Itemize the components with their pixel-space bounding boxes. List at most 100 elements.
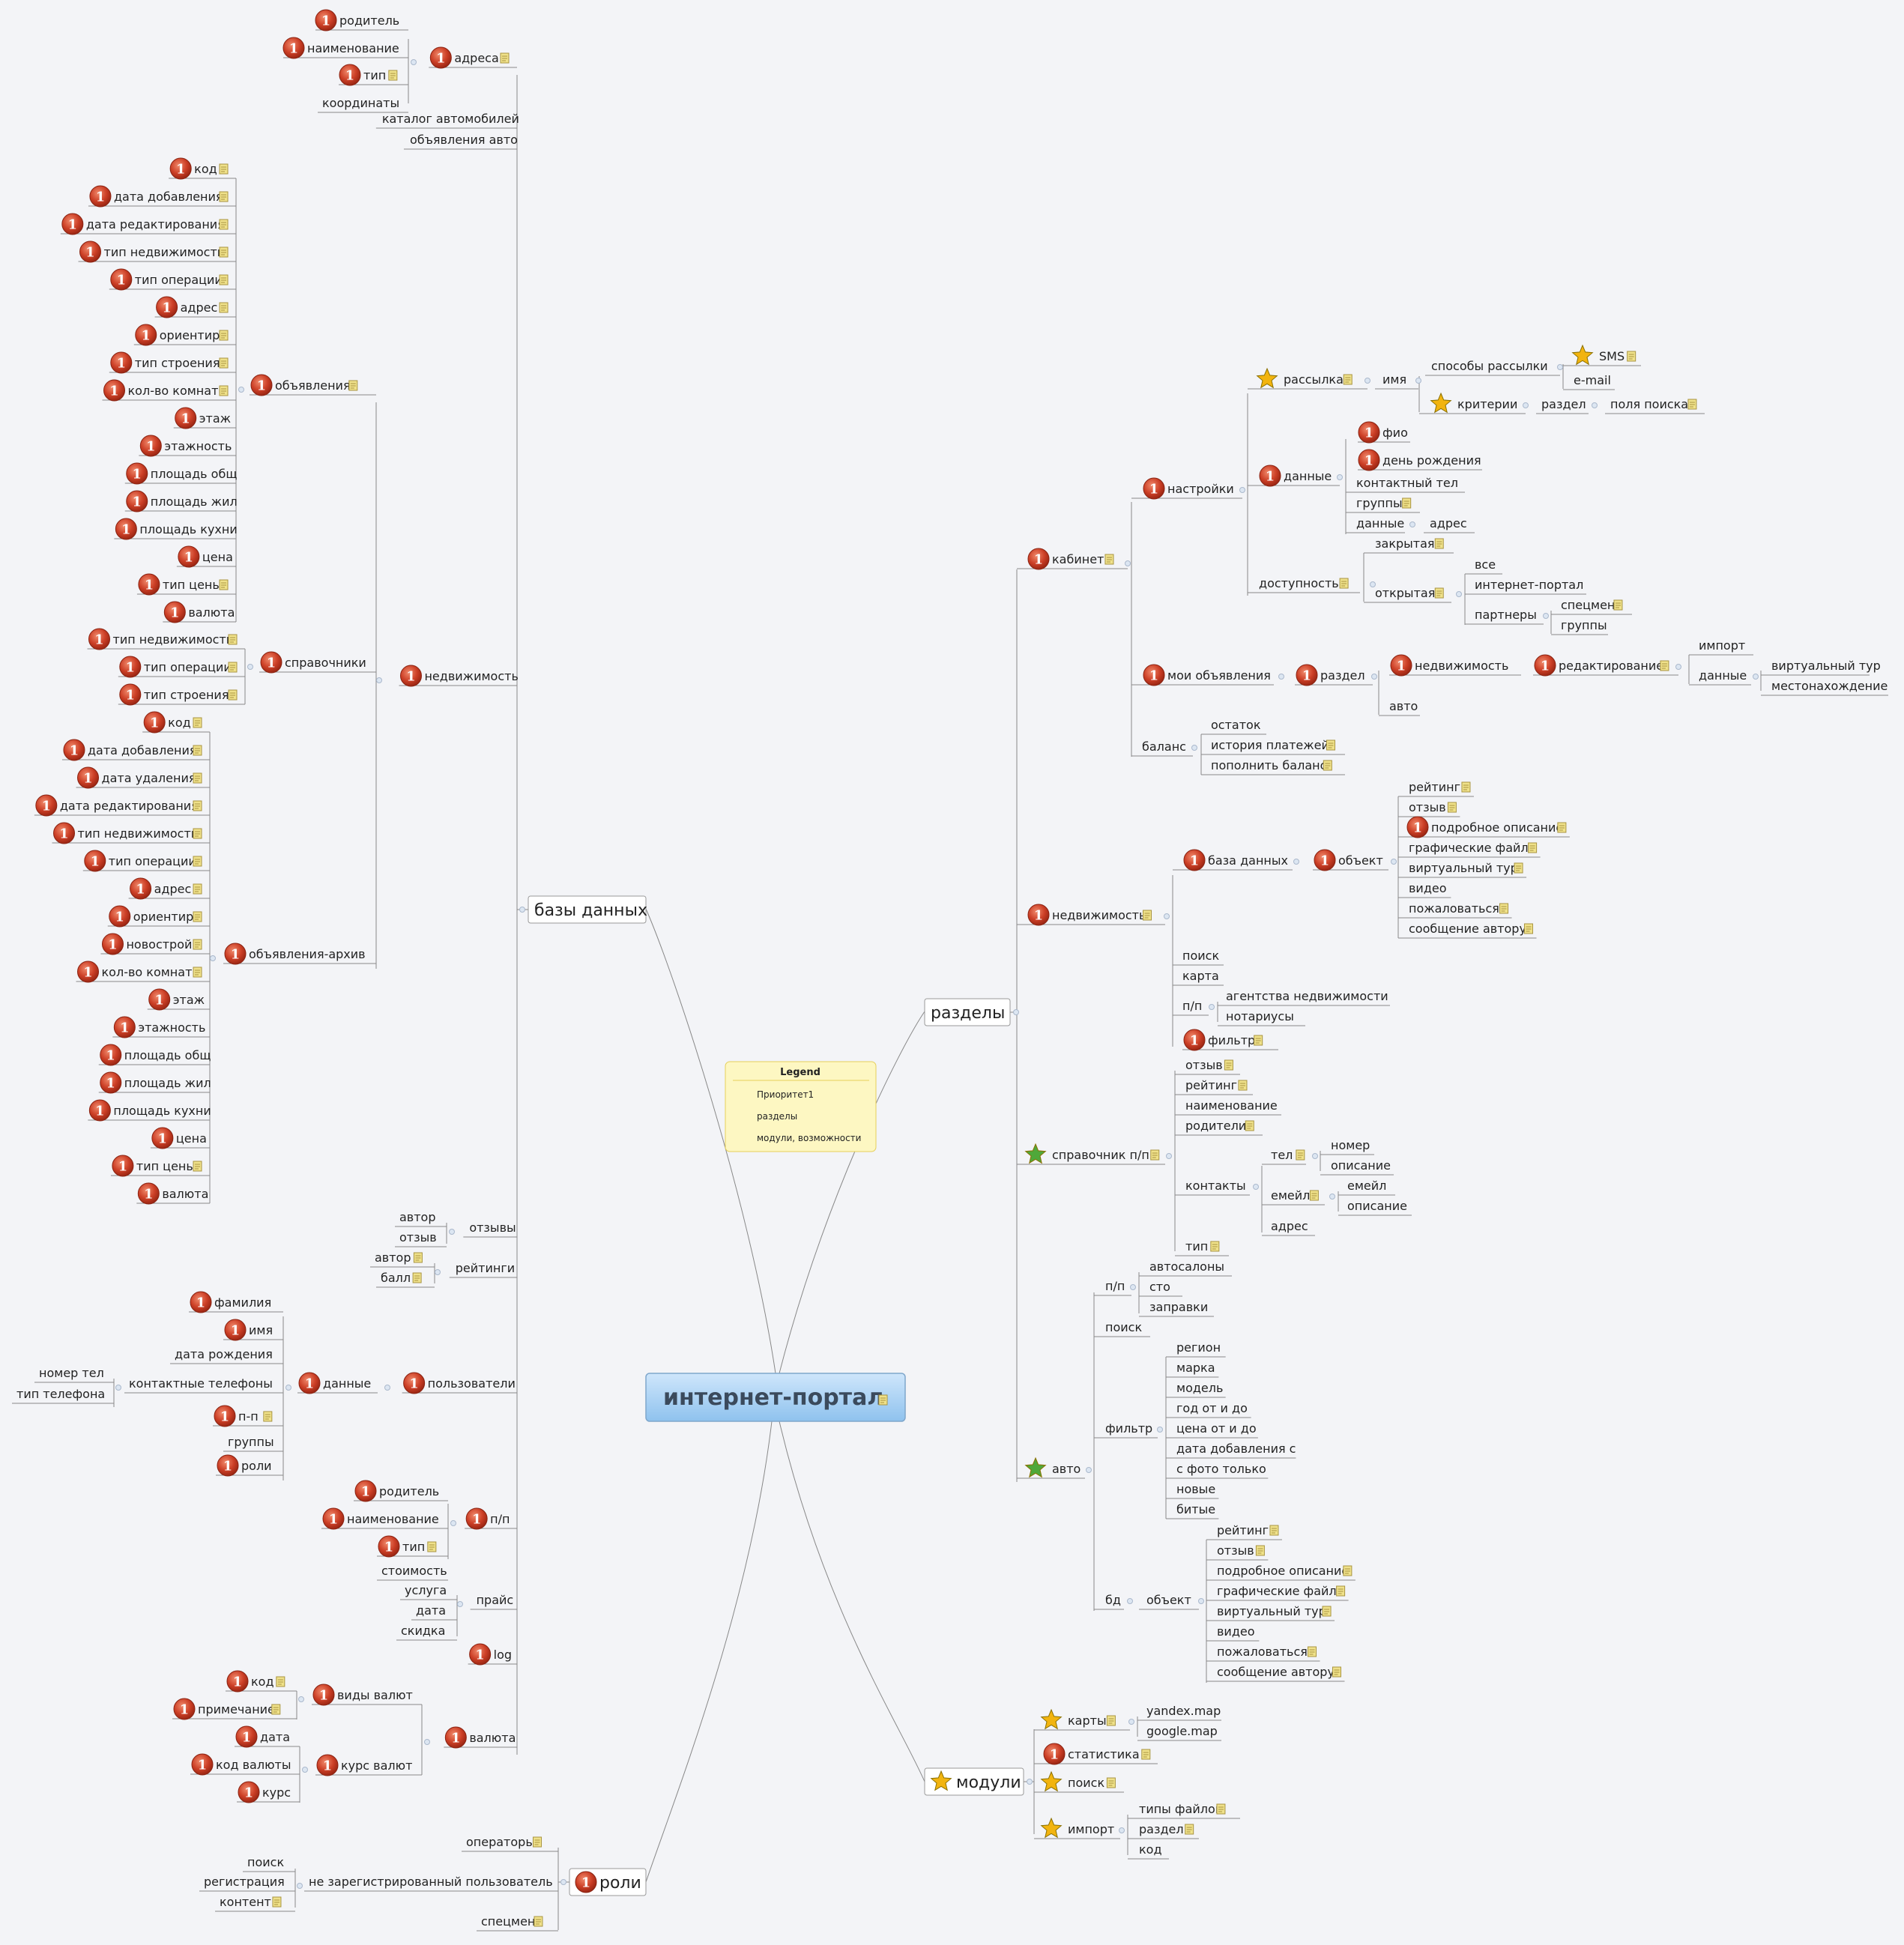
collapse-dot[interactable] [1371, 674, 1377, 680]
note-icon [1296, 1149, 1305, 1161]
collapse-dot[interactable] [1592, 402, 1598, 408]
collapse-dot[interactable] [302, 1767, 308, 1773]
collapse-dot[interactable] [1127, 1598, 1133, 1604]
collapse-dot[interactable] [1312, 1153, 1318, 1159]
priority-1-icon-glyph: 1 [150, 716, 159, 730]
branch-modules: модули [956, 1773, 1021, 1792]
priority-1-icon-glyph: 1 [42, 799, 51, 814]
collapse-dot[interactable] [1119, 1827, 1125, 1833]
collapse-dot[interactable] [450, 1520, 456, 1526]
priority-1-icon-glyph: 1 [108, 937, 117, 952]
priority-1-icon: 1 [224, 1319, 247, 1341]
note-icon-lines [195, 942, 200, 948]
collapse-dot[interactable] [457, 1601, 463, 1607]
priority-1-icon-circle [110, 268, 133, 291]
collapse-dot[interactable] [1013, 1009, 1019, 1015]
collapse-dot[interactable] [210, 955, 216, 961]
collapse-dot[interactable] [247, 664, 253, 670]
collapse-dot[interactable] [1293, 859, 1299, 865]
note-icon [1104, 554, 1114, 565]
collapse-dot[interactable] [298, 1696, 304, 1702]
bd-obj-item-5: видео [1217, 1624, 1255, 1639]
collapse-dot[interactable] [1337, 474, 1343, 480]
ob-item-12: площадь жил [151, 494, 238, 509]
collapse-dot[interactable] [1125, 560, 1131, 566]
db-prais: прайс [477, 1593, 514, 1607]
collapse-dot[interactable] [1415, 378, 1421, 384]
collapse-dot[interactable] [1128, 1719, 1134, 1725]
collapse-dot[interactable] [1191, 745, 1197, 751]
collapse-dot[interactable] [1409, 521, 1415, 527]
spr-tip: тип [1185, 1239, 1208, 1253]
collapse-dot[interactable] [1166, 1153, 1172, 1159]
ar-item-5: тип операции [109, 854, 196, 868]
priority-1-icon: 1 [1027, 904, 1050, 926]
collapse-dot[interactable] [1027, 1779, 1033, 1785]
priority-1-icon: 1 [250, 374, 273, 396]
av-bd: бд [1105, 1593, 1121, 1607]
collapse-dot[interactable] [1157, 1427, 1163, 1433]
collapse-dot[interactable] [1557, 364, 1563, 370]
central-topic-box[interactable] [645, 1373, 906, 1422]
branch-modules-box[interactable] [924, 1767, 1024, 1796]
central-topic[interactable]: интернет-портал [645, 1373, 906, 1422]
priority-1-icon-circle [191, 1753, 214, 1776]
ned-spravochniki: справочники [285, 656, 366, 670]
collapse-dot[interactable] [1675, 664, 1681, 670]
kar-google: google.map [1146, 1724, 1218, 1738]
priority-1-icon-glyph: 1 [1034, 908, 1043, 923]
collapse-dot[interactable] [1209, 1004, 1215, 1010]
note-icon-lines [1108, 1718, 1114, 1724]
collapse-dot[interactable] [1753, 674, 1759, 680]
branch-sections-box[interactable] [924, 998, 1011, 1026]
priority-1-icon-glyph: 1 [83, 965, 92, 980]
collapse-dot[interactable] [238, 387, 244, 393]
collapse-dot[interactable] [1543, 613, 1549, 619]
priority-1-icon: 1 [169, 157, 192, 180]
collapse-dot[interactable] [435, 1269, 441, 1275]
val-vidy-valyut: виды валют [337, 1688, 413, 1702]
collapse-dot[interactable] [1164, 913, 1170, 919]
note-icon [1224, 1059, 1233, 1071]
note-icon [1627, 351, 1636, 362]
priority-1-icon: 1 [1183, 1029, 1206, 1051]
priority-1-icon: 1 [119, 683, 142, 706]
collapse-dot[interactable] [424, 1739, 430, 1745]
collapse-dot[interactable] [411, 59, 417, 65]
collapse-dot[interactable] [1253, 1184, 1259, 1190]
collapse-dot[interactable] [384, 1385, 390, 1391]
priority-1-icon-glyph: 1 [1266, 469, 1275, 484]
kon-adres: адрес [1271, 1219, 1308, 1233]
ob-item-8: кол-во комнат [128, 384, 219, 398]
collapse-dot[interactable] [449, 1229, 455, 1235]
collapse-dot[interactable] [115, 1385, 121, 1391]
collapse-dot[interactable] [1278, 674, 1284, 680]
priority-1-icon: 1 [1358, 421, 1380, 444]
collapse-dot[interactable] [1198, 1598, 1204, 1604]
collapse-dot[interactable] [285, 1385, 291, 1391]
collapse-dot[interactable] [1456, 591, 1462, 597]
collapse-dot[interactable] [1329, 1194, 1335, 1200]
note-icon-lines [1344, 1568, 1350, 1574]
priority-1-icon-glyph: 1 [120, 1020, 129, 1035]
branch-databases-box[interactable] [528, 895, 647, 924]
db-otzyvy: отзывы [469, 1220, 516, 1235]
priority-1-icon-circle [138, 573, 160, 596]
collapse-dot[interactable] [1239, 487, 1245, 493]
av-f-item-4: цена от и до [1176, 1421, 1257, 1436]
av-f-item-3: год от и до [1176, 1401, 1248, 1415]
collapse-dot[interactable] [1364, 378, 1370, 384]
collapse-dot[interactable] [560, 1879, 566, 1885]
priority-1-icon: 1 [79, 241, 102, 263]
collapse-dot[interactable] [376, 677, 382, 683]
collapse-dot[interactable] [1130, 1284, 1136, 1290]
collapse-dot[interactable] [1370, 581, 1376, 587]
collapse-dot[interactable] [1086, 1467, 1092, 1473]
collapse-dot[interactable] [1391, 859, 1397, 865]
collapse-dot[interactable] [297, 1883, 303, 1889]
collapse-dot[interactable] [519, 907, 525, 913]
priority-1-icon-glyph: 1 [406, 669, 415, 684]
priority-1-icon-circle [169, 157, 192, 180]
collapse-dot[interactable] [1523, 402, 1529, 408]
